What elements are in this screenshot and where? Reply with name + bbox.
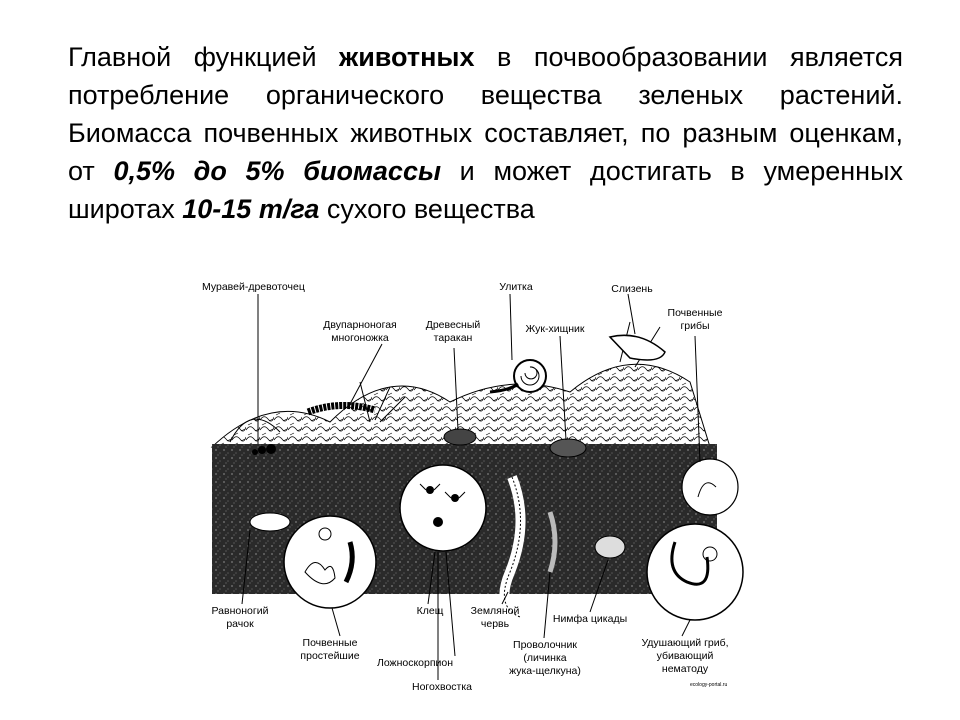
slug-icon (608, 334, 666, 361)
protozoa-circle (283, 515, 377, 609)
intro-text-1: Главной функцией (68, 42, 340, 72)
mites-circle (399, 464, 487, 552)
label-millipede-2: многоножка (331, 332, 389, 344)
watermark: ecology-portal.ru (690, 682, 727, 688)
label-strangler-2: убивающий (657, 650, 714, 662)
label-protozoa-1: Почвенные (303, 637, 358, 649)
predatory-beetle-icon (549, 438, 587, 458)
label-strangler-3: нематоду (662, 663, 709, 675)
cockroach-icon (443, 428, 477, 446)
leader-lines (241, 293, 701, 680)
label-protozoa-2: простейшие (300, 650, 359, 662)
intro-paragraph: Главной функцией животных в почвообразов… (68, 38, 903, 228)
intro-dry-mass-value: 10-15 т/га (182, 194, 320, 224)
label-wireworm-3: жука-щелкуна) (509, 665, 581, 677)
label-springtail: Ногохвостка (412, 681, 472, 693)
intro-text-2: в почвообразовании является потребление … (68, 42, 903, 186)
label-slug: Слизень (611, 283, 653, 295)
label-earthworm-2: червь (481, 618, 510, 630)
snail-icon (489, 359, 547, 394)
intro-text-3: и может достигать в умеренных широтах (68, 156, 903, 224)
label-mite: Клещ (417, 605, 444, 617)
intro-text-4: сухого вещества (319, 194, 535, 224)
label-fungi-2: грибы (680, 320, 709, 332)
intro-biomass-range: 0,5% до 5% биомассы (113, 156, 442, 186)
intro-bold-animals: животных (339, 42, 475, 72)
label-strangler-1: Удушающий гриб, (641, 637, 728, 649)
label-cicada: Нимфа цикады (553, 613, 627, 625)
label-fungi-1: Почвенные (668, 307, 723, 319)
label-earthworm-1: Земляной (471, 605, 520, 617)
label-ant: Муравей-древоточец (202, 281, 305, 293)
label-millipede-1: Двупарноногая (323, 319, 396, 331)
earthworm-icon (499, 475, 526, 622)
label-isopod-2: рачок (226, 618, 254, 630)
label-wireworm-1: Проволочник (513, 639, 577, 651)
label-isopod-1: Равноногий (212, 605, 269, 617)
nematode-fungus-circle (646, 523, 744, 621)
label-beetle: Жук-хищник (526, 323, 585, 335)
cicada-nymph-icon (594, 535, 626, 559)
label-pseudoscorpion: Ложноскорпион (377, 657, 453, 669)
fungi-circle (681, 458, 739, 516)
millipede-icon (306, 401, 376, 416)
label-cockroach-1: Древесный (426, 319, 481, 331)
label-snail: Улитка (499, 281, 533, 293)
soil-fauna-diagram: Муравей-древоточец Двупарноногая многоно… (202, 281, 744, 693)
label-cockroach-2: таракан (434, 332, 473, 344)
wireworm-icon (547, 511, 558, 573)
surface-litter (210, 321, 711, 448)
label-wireworm-2: (личинка (523, 652, 566, 664)
ant-icon (252, 444, 276, 455)
isopod-icon (249, 512, 291, 532)
